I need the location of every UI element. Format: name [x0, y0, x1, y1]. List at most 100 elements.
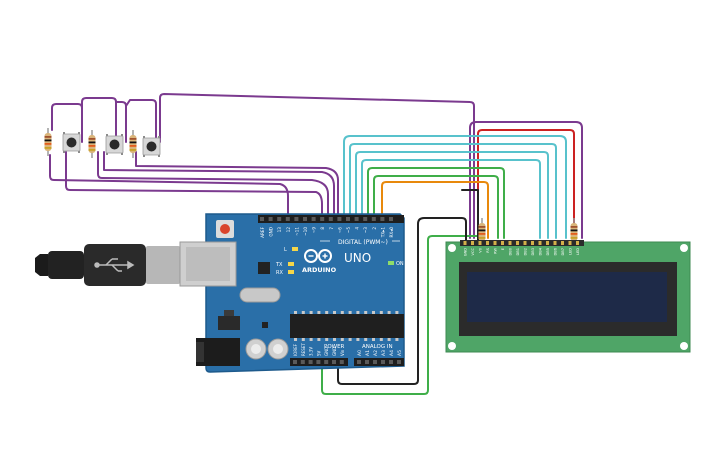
push-button[interactable]	[105, 134, 124, 155]
lcd-pin[interactable]	[493, 241, 497, 245]
lcd-pin[interactable]	[568, 241, 572, 245]
lcd-pin[interactable]	[501, 241, 504, 245]
rx-led	[288, 270, 294, 274]
analog-pin[interactable]	[381, 360, 385, 364]
wire-red-1[interactable]	[477, 129, 575, 239]
wire-green-3[interactable]	[321, 235, 479, 395]
wire-green-1[interactable]	[367, 167, 505, 239]
digital-pin[interactable]	[277, 217, 282, 221]
resistor[interactable]	[88, 130, 96, 158]
wire-purple-5[interactable]	[159, 93, 475, 239]
wire-cyan-4[interactable]	[361, 159, 541, 239]
lcd-pin[interactable]	[471, 241, 474, 245]
usb-b-socket-inner	[186, 247, 230, 281]
digital-pin[interactable]	[337, 217, 342, 221]
resistor[interactable]	[478, 218, 486, 246]
wire-black-1[interactable]	[337, 217, 467, 385]
power-pin[interactable]	[300, 360, 305, 364]
digital-pin[interactable]	[354, 217, 359, 221]
wire-purple-10[interactable]	[135, 151, 339, 219]
lcd-pin[interactable]	[478, 241, 482, 245]
digital-pin[interactable]	[328, 217, 333, 221]
power-pin[interactable]	[332, 360, 336, 364]
analog-pin[interactable]	[357, 360, 361, 364]
reset-button-cap[interactable]	[220, 224, 230, 234]
digital-pin-label: ~3	[363, 227, 368, 234]
wire-green-2[interactable]	[373, 175, 499, 239]
power-pin-label: IOREF	[293, 343, 298, 356]
analog-pin[interactable]	[365, 360, 369, 364]
lcd-pin[interactable]	[486, 241, 489, 245]
bottom-header-pins	[293, 360, 401, 364]
lcd-pin[interactable]	[546, 241, 549, 245]
wire-purple-11[interactable]	[469, 121, 583, 239]
wires	[49, 93, 583, 395]
digital-pin[interactable]	[346, 217, 350, 221]
power-pin[interactable]	[308, 360, 313, 364]
digital-pin[interactable]	[268, 217, 273, 221]
digital-pin[interactable]	[260, 217, 264, 221]
wire-orange-1[interactable]	[381, 181, 489, 239]
resistor[interactable]	[129, 130, 137, 158]
push-button-cap[interactable]	[109, 139, 120, 150]
wire-cyan-1[interactable]	[343, 135, 567, 239]
wire-cyan-2[interactable]	[349, 143, 557, 239]
power-pin-label: Vin	[340, 349, 345, 356]
chip-pin	[317, 311, 321, 314]
lcd-pin[interactable]	[516, 241, 519, 245]
push-button[interactable]	[142, 136, 161, 157]
wire-cyan-3[interactable]	[355, 151, 549, 239]
digital-pin[interactable]	[285, 217, 290, 221]
analog-pin[interactable]	[397, 360, 401, 364]
push-button[interactable]	[62, 132, 81, 153]
digital-pin[interactable]	[294, 217, 299, 221]
lcd-pin[interactable]	[508, 241, 512, 245]
digital-pin[interactable]	[311, 217, 316, 221]
lcd-pin[interactable]	[463, 241, 467, 245]
crystal	[239, 287, 281, 303]
wire-purple-7[interactable]	[65, 151, 323, 219]
wire-purple-4[interactable]	[125, 99, 157, 143]
power-pin[interactable]	[339, 360, 344, 364]
chip-pin	[340, 338, 344, 341]
lcd-pin[interactable]	[538, 241, 542, 245]
chip-pin	[379, 311, 383, 314]
lcd-pin[interactable]	[576, 241, 579, 245]
push-button-cap[interactable]	[146, 141, 157, 152]
power-pin[interactable]	[324, 360, 329, 364]
analog-pin[interactable]	[389, 360, 393, 364]
push-button-cap[interactable]	[66, 137, 77, 148]
chip-pin	[372, 311, 375, 314]
lcd-pin[interactable]	[553, 241, 557, 245]
digital-pin-label: ~9	[312, 227, 317, 234]
wire-purple-9[interactable]	[103, 151, 335, 219]
digital-pin[interactable]	[371, 217, 376, 221]
atmega-chip-pins	[294, 311, 399, 341]
digital-pin[interactable]	[303, 217, 307, 221]
power-pin[interactable]	[293, 360, 297, 364]
digital-pin[interactable]	[389, 217, 393, 221]
digital-pin[interactable]	[363, 217, 368, 221]
resistor[interactable]	[44, 128, 52, 156]
wire-purple-2[interactable]	[81, 97, 117, 143]
power-pin[interactable]	[316, 360, 321, 364]
analog-pin-label: A3	[381, 350, 387, 356]
lcd-pin[interactable]	[561, 241, 564, 245]
analog-pin[interactable]	[373, 360, 377, 364]
digital-pin[interactable]	[320, 217, 325, 221]
lcd-pin[interactable]	[531, 241, 534, 245]
chip-pin	[333, 311, 336, 314]
usb-cable[interactable]	[35, 244, 180, 286]
l-led	[292, 247, 298, 251]
wire-black-2[interactable]	[461, 189, 479, 247]
digital-pin-label: 12	[286, 227, 291, 233]
digital-pin[interactable]	[380, 217, 385, 221]
lcd-pin[interactable]	[523, 241, 527, 245]
wire-purple-8[interactable]	[97, 151, 329, 219]
chip-pin	[301, 311, 305, 314]
wire-purple-6[interactable]	[49, 154, 289, 219]
analog-pin-label: A4	[389, 350, 395, 356]
